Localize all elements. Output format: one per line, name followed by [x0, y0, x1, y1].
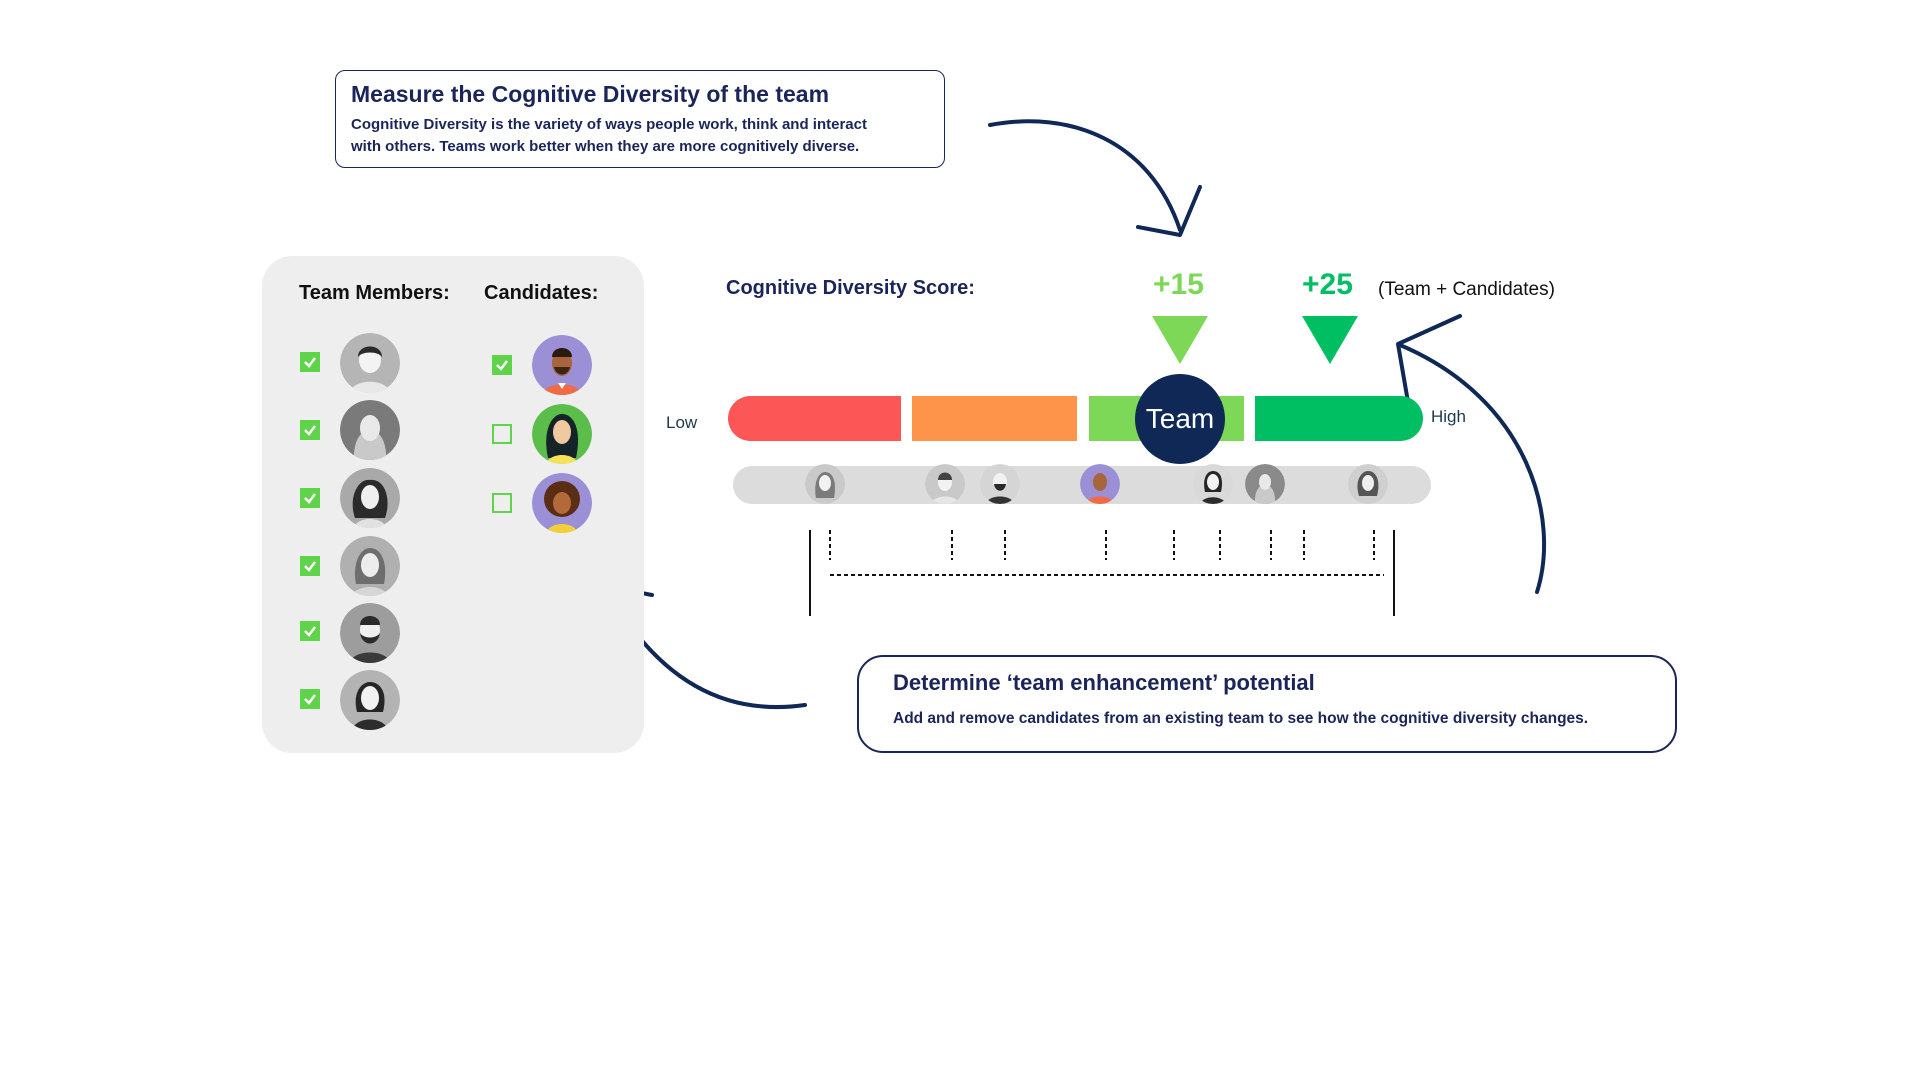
low-label: Low	[666, 413, 698, 432]
team-member-6-checkbox[interactable]	[300, 689, 320, 709]
track-avatar-4	[1080, 464, 1120, 504]
enhancement-callout-title: Determine ‘team enhancement’ potential	[893, 670, 1315, 695]
scale-segment-high	[1255, 396, 1423, 441]
candidate-2-checkbox[interactable]	[492, 424, 512, 444]
team-member-1-avatar	[340, 333, 400, 393]
right-arrowhead-icon	[1396, 314, 1462, 404]
high-label: High	[1431, 407, 1466, 426]
candidate-2-avatar	[532, 404, 592, 464]
track-avatar-2	[925, 464, 965, 504]
track-avatar-5	[1193, 464, 1233, 504]
team-member-3-checkbox[interactable]	[300, 488, 320, 508]
team-member-5-avatar	[340, 603, 400, 663]
candidates-header: Candidates:	[484, 282, 599, 304]
team-marker: Team	[1135, 374, 1225, 464]
measure-callout-line-2: with others. Teams work better when they…	[351, 138, 860, 155]
track-avatar-7	[1348, 464, 1388, 504]
enhancement-callout: Determine ‘team enhancement’ potential A…	[857, 655, 1677, 753]
top-arrow-icon	[988, 119, 1182, 232]
team-score-delta: +15	[1153, 268, 1204, 301]
team-members-header: Team Members:	[299, 282, 450, 304]
scale-segment-low	[728, 396, 901, 441]
top-arrowhead-icon	[1136, 185, 1202, 237]
team-member-6-avatar	[340, 670, 400, 730]
team-member-1-checkbox[interactable]	[300, 352, 320, 372]
enhancement-callout-body: Add and remove candidates from an existi…	[893, 710, 1589, 727]
candidate-3-checkbox[interactable]	[492, 493, 512, 513]
track-avatar-1	[805, 464, 845, 504]
track-avatar-6	[1245, 464, 1285, 504]
team-candidates-score-delta: +25	[1302, 268, 1353, 301]
measure-callout: Measure the Cognitive Diversity of the t…	[335, 70, 945, 168]
team-member-5-checkbox[interactable]	[300, 621, 320, 641]
team-member-3-avatar	[340, 468, 400, 528]
measure-callout-line-1: Cognitive Diversity is the variety of wa…	[351, 116, 867, 133]
team-member-2-checkbox[interactable]	[300, 420, 320, 440]
candidate-1-avatar	[532, 335, 592, 395]
team-candidates-note: (Team + Candidates)	[1378, 279, 1555, 300]
candidate-3-avatar	[532, 473, 592, 533]
right-arrow-icon	[1398, 343, 1547, 594]
team-member-2-avatar	[340, 400, 400, 460]
measure-callout-title: Measure the Cognitive Diversity of the t…	[351, 81, 830, 107]
candidate-1-checkbox[interactable]	[492, 355, 512, 375]
track-avatar-3	[980, 464, 1020, 504]
team-candidates-score-pointer-icon	[1302, 316, 1358, 364]
team-score-pointer-icon	[1152, 316, 1208, 364]
scale-segment-medium	[912, 396, 1077, 441]
cognitive-diversity-score-label: Cognitive Diversity Score:	[726, 277, 975, 299]
team-member-4-checkbox[interactable]	[300, 556, 320, 576]
team-member-4-avatar	[340, 536, 400, 596]
